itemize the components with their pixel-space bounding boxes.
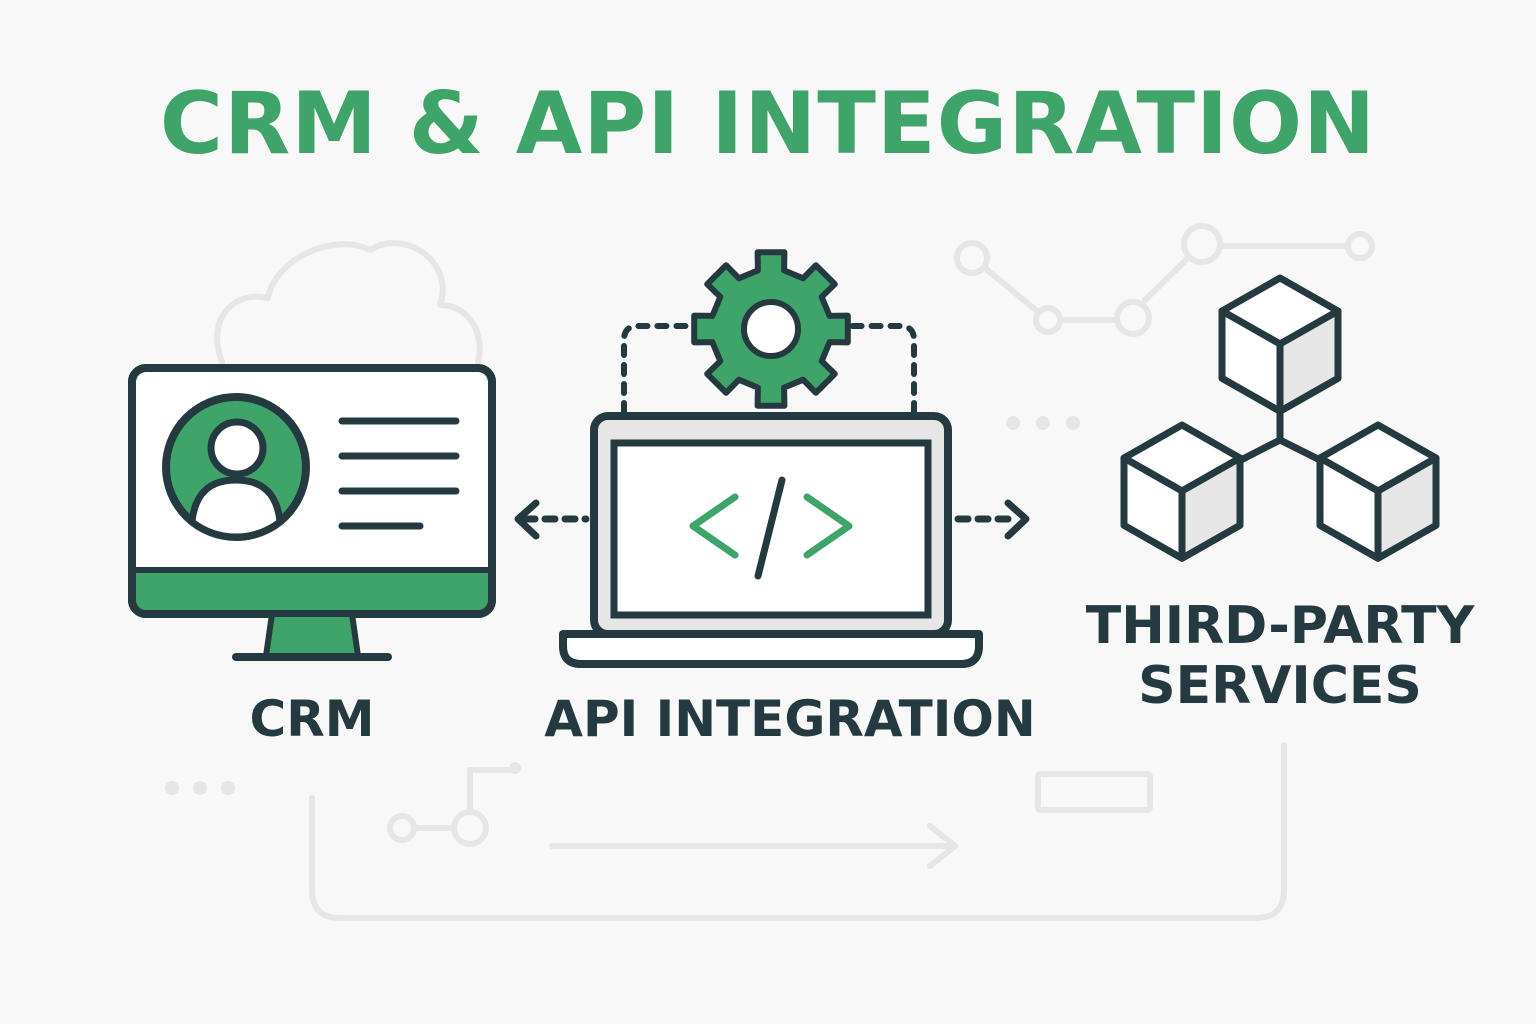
dots-decoration-right [1006,416,1080,430]
cube-right-face [1178,454,1244,562]
dots-decoration-left [165,781,235,795]
third-party-label-line2: SERVICES [1138,656,1422,716]
code-brackets-icon [689,476,853,580]
cloud-outline [214,240,483,365]
flow-arrow-decoration [549,823,958,869]
left-arrow-icon [514,499,590,540]
laptop-icon [559,412,983,668]
text-lines-icon [338,417,460,530]
circuit-node [387,813,417,843]
crm-label: CRM [249,690,375,748]
third-party-label-line1: THIRD-PARTY [1085,596,1475,656]
background-decorations [165,223,1375,921]
cube-right-face [1374,454,1440,562]
third-party-cubes-icon [1120,274,1440,562]
cube-connectors [1237,406,1324,464]
api-integration-label: API INTEGRATION [544,690,1036,748]
cube-right-face [1276,307,1342,415]
cube-right [1316,421,1440,562]
cube-top [1218,274,1342,415]
circuit-node [451,809,489,847]
third-party-services-label: THIRD-PARTY SERVICES [1070,596,1490,716]
rectangle-decoration [1035,771,1153,813]
laptop-base [559,630,983,668]
gear-icon [691,249,851,409]
user-avatar-icon [162,393,310,541]
network-nodes-decoration [954,223,1375,337]
page-title: CRM & API INTEGRATION [159,74,1377,174]
monitor-bottom-bar [136,570,488,610]
bottom-frame-line [309,742,1287,921]
dashed-connectors [621,323,917,415]
crm-monitor-icon [128,364,496,661]
circuit-node [509,762,521,774]
right-arrow-icon [954,499,1030,540]
cube-left [1120,421,1244,562]
monitor-stand [263,611,361,659]
